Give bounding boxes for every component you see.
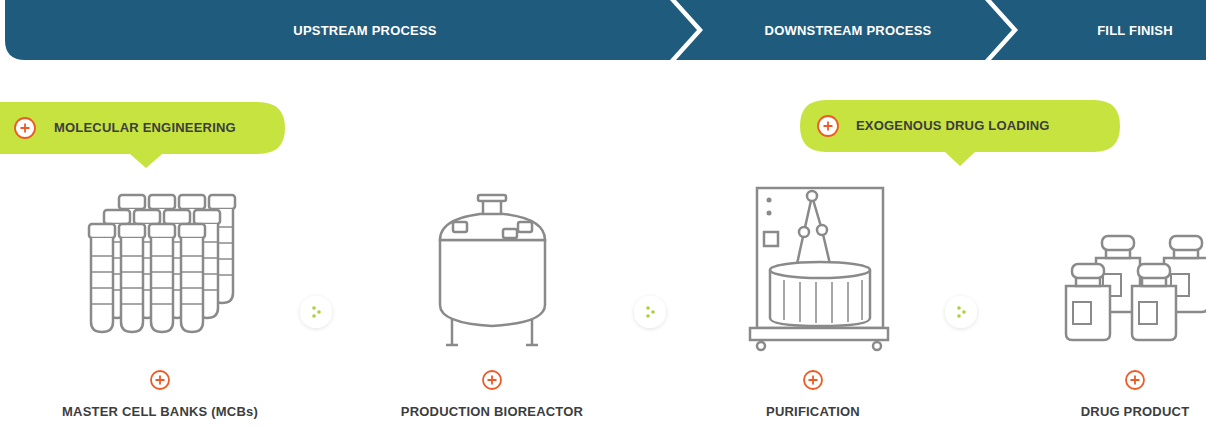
tube-icon [89,224,115,332]
node-label: UPSTREAM PROCESS [293,23,436,39]
plus-icon [804,371,822,389]
indicator-light [767,198,772,203]
node-label: EXOGENOUS DRUG LOADING [856,118,1050,134]
drug-product-icon [1066,236,1206,340]
node-label: PURIFICATION [766,404,860,420]
plus-icon [151,371,169,389]
purification-icon [750,188,888,350]
cart-wheel [757,342,765,350]
node-label: DRUG PRODUCT [1081,404,1190,420]
node-label: PRODUCTION BIOREACTOR [401,404,583,420]
drum-ribs [784,280,862,323]
bioreactor-dome [440,213,545,240]
phase-band-outline [991,0,1206,60]
phase-band: DOWNSTREAM PROCESS [676,0,1012,60]
cell-bank-icon [89,195,235,332]
process-step: PURIFICATION [693,180,933,429]
plus-ring [818,116,838,136]
step-separator [945,296,977,328]
tube-icon [149,224,175,332]
phase-band: UPSTREAM PROCESS [0,0,700,60]
plus-ring [15,118,35,138]
vial-icon [1132,264,1176,340]
process-tubing [797,196,830,264]
bioreactor-port [503,229,517,238]
plus-cross [824,122,833,131]
tube-icon [179,224,205,332]
node-label: FILL FINISH [1097,23,1173,39]
bioreactor-port [453,222,467,232]
phase-band-outline [5,0,697,60]
bioreactor-body [440,240,545,326]
tubing-joint [799,227,809,237]
phase-band-outline [676,0,1012,60]
tubing-joint [807,191,817,201]
bioreactor-icon [440,195,545,345]
plus-icon [818,116,838,136]
process-step: DRUG PRODUCT [1065,180,1206,429]
process-step: PRODUCTION BIOREACTOR [372,180,612,429]
plus-icon [483,371,501,389]
tube-icon [119,224,145,332]
step-separator [634,296,666,328]
plus-icon [15,118,35,138]
process-step: MASTER CELL BANKS (MCBs) [40,180,280,429]
tubing-joint [817,225,827,235]
cart-wheel [873,342,881,350]
phase-band: FILL FINISH [991,0,1206,60]
node-label: MOLECULAR ENGINEERING [54,120,236,136]
bioreactor-port [518,222,532,232]
callout-bubble-outline [0,102,285,168]
callout-bubble: MOLECULAR ENGINEERING [0,100,287,170]
plus-icon [1126,371,1144,389]
indicator-light [767,211,772,216]
drum-top [770,262,870,278]
vial-icon [1066,264,1110,340]
control-panel [764,232,778,246]
bioreactor-port-cap [478,195,506,201]
node-label: MASTER CELL BANKS (MCBs) [62,404,258,420]
plus-cross [21,124,30,133]
purification-cabinet [757,188,883,328]
step-separator [300,296,332,328]
callout-bubble-outline [800,100,1120,166]
callout-bubble: EXOGENOUS DRUG LOADING [800,98,1122,168]
cart-base [750,328,888,340]
node-label: DOWNSTREAM PROCESS [765,23,932,39]
